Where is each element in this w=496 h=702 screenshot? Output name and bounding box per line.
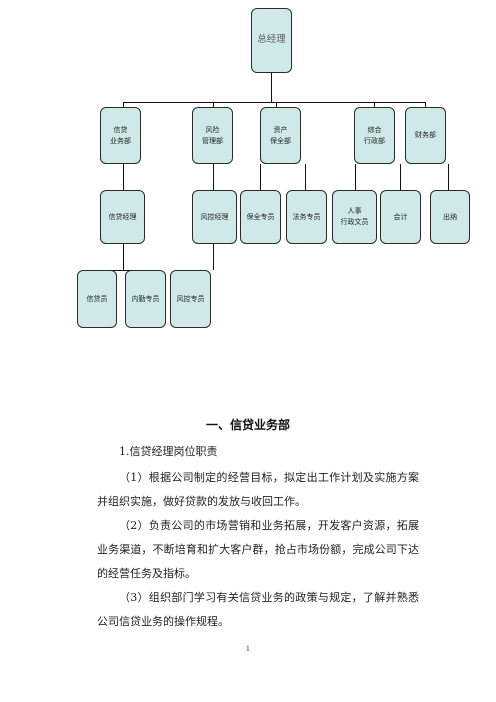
- connector: [276, 102, 278, 107]
- connector: [123, 164, 125, 190]
- dept-label-line: 管理部: [202, 136, 223, 145]
- position-label: 人事: [347, 207, 362, 216]
- staff-label: 风控专员: [176, 294, 205, 303]
- paragraph-2: （2）负责公司的市场营销和业务拓展，开发客户资源，拓展业务渠道，不断培育和扩大客…: [97, 519, 419, 580]
- connector: [213, 102, 215, 107]
- staff-label: 信贷员: [86, 294, 108, 303]
- position-label: 信贷经理: [108, 212, 137, 221]
- staff-neiqin-box: 内勤专员: [125, 270, 166, 328]
- org-chart: 总经理 信贷 业务部 风险 管理部 资产 保全部 综合 行政部 财务部 信贷经理…: [0, 0, 496, 340]
- general-manager-box: 总经理: [251, 8, 292, 73]
- connector: [100, 270, 146, 272]
- connector: [400, 164, 402, 190]
- dept-label-line: 综合: [367, 125, 382, 134]
- page-number: 1: [245, 645, 251, 653]
- position-label: 出纳: [443, 212, 457, 221]
- position-label: 行政文员: [340, 218, 369, 226]
- connector: [271, 73, 273, 102]
- position-fawu-box: 法务专员: [286, 190, 327, 244]
- connector: [123, 244, 125, 270]
- dept-xindai-box: 信贷 业务部: [100, 107, 141, 164]
- position-renshi-box: 人事 行政文员: [332, 190, 377, 244]
- dept-label-line: 保全部: [270, 136, 291, 145]
- staff-fengkong-zhuanyuan-box: 风控专员: [170, 270, 211, 328]
- connector: [260, 164, 262, 190]
- subsection-title: 1.信贷经理岗位职责: [119, 445, 218, 458]
- connector: [355, 164, 357, 190]
- dept-caiwu-box: 财务部: [405, 107, 446, 164]
- connector: [448, 164, 450, 190]
- dept-label-line: 财务部: [415, 131, 436, 140]
- dept-label-line: 行政部: [364, 136, 385, 145]
- connector: [374, 102, 376, 107]
- connector: [425, 102, 427, 107]
- connector: [305, 164, 307, 190]
- dept-label-line: 信贷: [113, 125, 128, 134]
- dept-label-line: 资产: [273, 125, 288, 134]
- section-heading: 一、信贷业务部: [205, 418, 290, 432]
- dept-zichan-box: 资产 保全部: [260, 107, 301, 164]
- connector: [123, 102, 125, 107]
- dept-label-line: 风险: [205, 125, 220, 134]
- position-label: 保全专员: [246, 212, 275, 221]
- staff-label: 内勤专员: [131, 294, 160, 303]
- dept-fengxian-box: 风险 管理部: [192, 107, 233, 164]
- position-chuna-box: 出纳: [430, 190, 470, 244]
- position-kuaiji-box: 会计: [380, 190, 421, 244]
- position-baoquan-box: 保全专员: [240, 190, 281, 244]
- connector: [123, 102, 425, 104]
- general-manager-label: 总经理: [257, 34, 286, 46]
- dept-zonghe-box: 综合 行政部: [354, 107, 395, 164]
- dept-label-line: 业务部: [110, 136, 131, 145]
- paragraph-3: （3）组织部门学习有关信贷业务的政策与规定，了解并熟悉公司信贷业务的操作规程。: [97, 591, 419, 628]
- position-label: 法务专员: [292, 212, 321, 221]
- position-label: 风控经理: [200, 212, 229, 221]
- connector: [213, 164, 215, 190]
- position-label: 会计: [393, 212, 408, 221]
- paragraph-1: （1）根据公司制定的经营目标，拟定出工作计划及实施方案并组织实施，做好贷款的发放…: [97, 471, 419, 508]
- staff-xindaiyuan-box: 信贷员: [77, 270, 117, 328]
- position-fengkong-jingli-box: 风控经理: [192, 190, 237, 244]
- connector: [213, 244, 215, 270]
- position-xindai-jingli-box: 信贷经理: [100, 190, 145, 244]
